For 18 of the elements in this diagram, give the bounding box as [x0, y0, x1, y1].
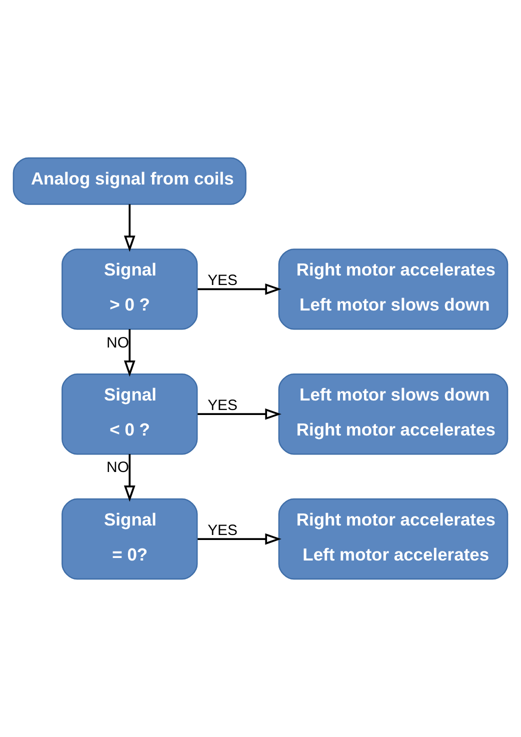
node-box: Signal = 0?	[62, 498, 198, 580]
node-box: Signal < 0 ?	[62, 374, 198, 455]
edge-label: NO	[106, 334, 130, 352]
arrow	[124, 454, 136, 502]
node-box: Right motor accelerates Left motor accelerates	[278, 498, 508, 580]
node-box: Left motor slows down Right motor accelerates	[278, 374, 508, 455]
arrow	[198, 408, 282, 420]
edge-label: YES	[208, 522, 238, 539]
node-box: Signal > 0 ?	[62, 248, 198, 330]
node-box: Analog signal from coils	[12, 157, 246, 205]
arrow	[124, 204, 136, 252]
arrow	[124, 329, 136, 377]
edge-label: YES	[208, 272, 238, 289]
node-box: Right motor accelerates Left motor slows down	[278, 248, 508, 330]
arrow	[198, 283, 282, 295]
edge-label: NO	[106, 459, 130, 476]
arrow	[198, 533, 282, 545]
edge-label: YES	[208, 396, 238, 414]
